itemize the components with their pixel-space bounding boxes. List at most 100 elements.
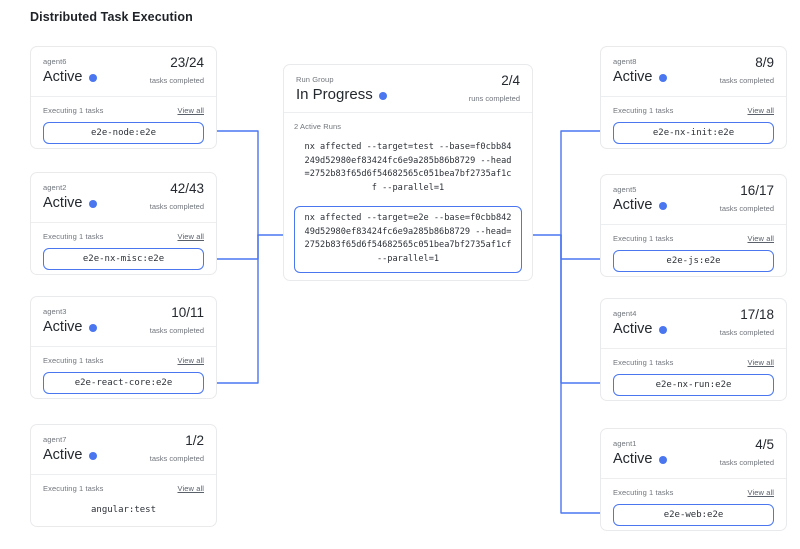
agent-status: Active	[43, 68, 204, 86]
agent-counts: 1/2 tasks completed	[150, 432, 204, 465]
tasks-count: 16/17	[740, 183, 774, 198]
agent-status-label: Active	[613, 321, 653, 337]
status-dot-icon	[88, 452, 97, 460]
agent-status: Active	[43, 318, 204, 336]
agent-card-header: agent8 Active 8/9 tasks completed	[601, 47, 786, 97]
executing-label: Executing 1 tasks	[613, 234, 674, 243]
agent-card-header: agent7 Active 1/2 tasks completed	[31, 425, 216, 475]
agent-card-body: Executing 1 tasks View all angular:test	[31, 475, 216, 526]
run-group-status-label: In Progress	[296, 86, 373, 103]
tasks-count-caption: tasks completed	[149, 76, 204, 85]
agent-counts: 42/43 tasks completed	[150, 180, 204, 213]
tasks-count: 4/5	[755, 437, 774, 452]
agent-status: Active	[43, 446, 204, 464]
tasks-count-caption: tasks completed	[719, 458, 774, 467]
agent-counts: 16/17 tasks completed	[720, 182, 774, 215]
status-dot-icon	[88, 74, 97, 82]
status-dot-icon	[658, 202, 667, 210]
agent-status: Active	[613, 450, 774, 468]
agent-name: agent5	[613, 185, 637, 194]
executing-label: Executing 1 tasks	[43, 232, 104, 241]
run-group-kicker: Run Group	[296, 75, 334, 84]
agent-status: Active	[613, 196, 774, 214]
agent-status-label: Active	[613, 197, 653, 213]
task-chip[interactable]: e2e-js:e2e	[613, 250, 774, 272]
agent-status-label: Active	[613, 451, 653, 467]
agent-name: agent8	[613, 57, 637, 66]
status-dot-icon	[88, 200, 97, 208]
agent-name: agent6	[43, 57, 67, 66]
tasks-count: 1/2	[185, 433, 204, 448]
page-title: Distributed Task Execution	[30, 10, 193, 24]
agent-status-label: Active	[43, 195, 83, 211]
view-all-link[interactable]: View all	[747, 358, 774, 367]
executing-label: Executing 1 tasks	[613, 488, 674, 497]
status-dot-icon	[88, 324, 97, 332]
agent-card-header: agent5 Active 16/17 tasks completed	[601, 175, 786, 225]
executing-label: Executing 1 tasks	[43, 106, 104, 115]
view-all-link[interactable]: View all	[177, 232, 204, 241]
run-group-body: 2 Active Runs nx affected --target=test …	[284, 113, 532, 280]
task-chip[interactable]: e2e-react-core:e2e	[43, 372, 204, 394]
agent-card-header: agent1 Active 4/5 tasks completed	[601, 429, 786, 479]
run-group-header: Run Group In Progress 2/4 runs completed	[284, 65, 532, 113]
status-dot-icon	[378, 92, 387, 100]
task-chip[interactable]: e2e-node:e2e	[43, 122, 204, 144]
agent-card-body: Executing 1 tasks View all e2e-react-cor…	[31, 347, 216, 398]
agent-status-label: Active	[613, 69, 653, 85]
agent-status-label: Active	[43, 447, 83, 463]
run-group-card[interactable]: Run Group In Progress 2/4 runs completed…	[283, 64, 533, 281]
tasks-count: 23/24	[170, 55, 204, 70]
view-all-link[interactable]: View all	[177, 356, 204, 365]
tasks-count-caption: tasks completed	[719, 204, 774, 213]
task-chip[interactable]: e2e-nx-init:e2e	[613, 122, 774, 144]
view-all-link[interactable]: View all	[177, 484, 204, 493]
agent-card-body: Executing 1 tasks View all e2e-nx-init:e…	[601, 97, 786, 148]
agent-card-body: Executing 1 tasks View all e2e-js:e2e	[601, 225, 786, 276]
agent-name: agent7	[43, 435, 67, 444]
agent-counts: 17/18 tasks completed	[720, 306, 774, 339]
run-group-status: In Progress	[296, 86, 520, 104]
tasks-count: 42/43	[170, 181, 204, 196]
agent-card-agent8[interactable]: agent8 Active 8/9 tasks completed Execut…	[600, 46, 787, 149]
agent-counts: 10/11 tasks completed	[150, 304, 204, 337]
agent-counts: 4/5 tasks completed	[720, 436, 774, 469]
agent-card-agent6[interactable]: agent6 Active 23/24 tasks completed Exec…	[30, 46, 217, 149]
agent-card-agent4[interactable]: agent4 Active 17/18 tasks completed Exec…	[600, 298, 787, 401]
agent-name: agent1	[613, 439, 637, 448]
agent-card-header: agent2 Active 42/43 tasks completed	[31, 173, 216, 223]
task-chip[interactable]: e2e-nx-run:e2e	[613, 374, 774, 396]
agent-card-agent5[interactable]: agent5 Active 16/17 tasks completed Exec…	[600, 174, 787, 277]
status-dot-icon	[658, 326, 667, 334]
agent-name: agent3	[43, 307, 67, 316]
task-chip[interactable]: e2e-web:e2e	[613, 504, 774, 526]
agent-name: agent4	[613, 309, 637, 318]
agent-card-agent7[interactable]: agent7 Active 1/2 tasks completed Execut…	[30, 424, 217, 527]
agent-status-label: Active	[43, 319, 83, 335]
agent-counts: 8/9 tasks completed	[720, 54, 774, 87]
agent-card-agent2[interactable]: agent2 Active 42/43 tasks completed Exec…	[30, 172, 217, 275]
agent-card-body: Executing 1 tasks View all e2e-nx-run:e2…	[601, 349, 786, 400]
view-all-link[interactable]: View all	[747, 488, 774, 497]
tasks-count-caption: tasks completed	[719, 328, 774, 337]
task-chip[interactable]: angular:test	[43, 500, 204, 522]
agent-card-header: agent3 Active 10/11 tasks completed	[31, 297, 216, 347]
view-all-link[interactable]: View all	[747, 106, 774, 115]
view-all-link[interactable]: View all	[177, 106, 204, 115]
active-runs-label: 2 Active Runs	[294, 122, 342, 131]
agent-card-header: agent6 Active 23/24 tasks completed	[31, 47, 216, 97]
tasks-count-caption: tasks completed	[149, 202, 204, 211]
run-command-active[interactable]: nx affected --target=e2e --base=f0cbb842…	[294, 206, 522, 273]
view-all-link[interactable]: View all	[747, 234, 774, 243]
agent-status: Active	[613, 320, 774, 338]
run-command-inactive[interactable]: nx affected --target=test --base=f0cbb84…	[304, 142, 512, 193]
agent-card-body: Executing 1 tasks View all e2e-nx-misc:e…	[31, 223, 216, 274]
tasks-count: 8/9	[755, 55, 774, 70]
runs-count-caption: runs completed	[468, 94, 520, 103]
agent-counts: 23/24 tasks completed	[150, 54, 204, 87]
agent-card-agent3[interactable]: agent3 Active 10/11 tasks completed Exec…	[30, 296, 217, 399]
task-chip[interactable]: e2e-nx-misc:e2e	[43, 248, 204, 270]
executing-label: Executing 1 tasks	[613, 358, 674, 367]
agent-card-agent1[interactable]: agent1 Active 4/5 tasks completed Execut…	[600, 428, 787, 531]
agent-status-label: Active	[43, 69, 83, 85]
